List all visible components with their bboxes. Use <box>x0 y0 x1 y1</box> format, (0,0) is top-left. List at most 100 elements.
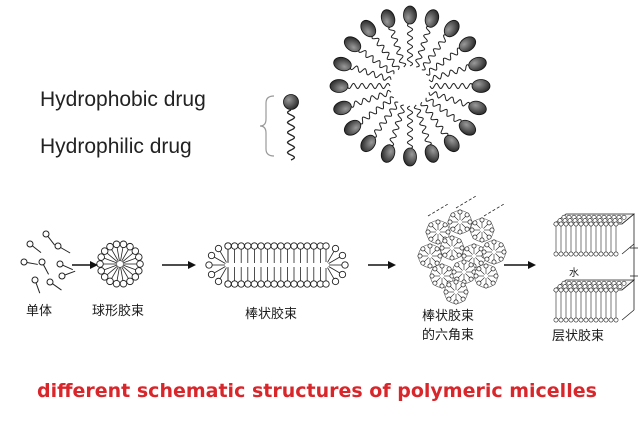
cross-section-head <box>420 246 426 252</box>
monomer-head <box>42 230 50 238</box>
sphere-head <box>112 240 121 249</box>
water-layer-label: 水 <box>569 268 579 279</box>
rod-head <box>270 280 278 288</box>
rod-cap-tail <box>328 266 341 274</box>
rod-head <box>296 280 305 288</box>
cross-section-head <box>446 296 452 302</box>
cross-section-head <box>484 256 490 262</box>
cross-section-head <box>428 236 434 242</box>
cross-section-head <box>428 222 434 228</box>
cross-section-head <box>476 280 482 286</box>
monomer-tail <box>52 283 62 291</box>
sphere-head <box>135 267 143 275</box>
rod-head <box>257 280 265 288</box>
monomer-tail <box>35 282 41 294</box>
micelle-head <box>333 100 352 116</box>
micelle-tail <box>428 64 471 83</box>
rod-head <box>303 242 311 250</box>
sphere-head <box>119 279 128 288</box>
micelle-head <box>468 100 487 116</box>
bilayer-head <box>563 317 569 323</box>
sphere-tail <box>116 247 120 262</box>
bilayer-head <box>621 214 627 220</box>
sphere-tail <box>111 249 119 262</box>
sphere-head <box>131 273 140 281</box>
rod-cap-head <box>214 244 223 253</box>
sphere-head <box>112 279 121 288</box>
sphere-head <box>136 260 144 268</box>
rod-cap-head <box>207 270 216 279</box>
sphere-head <box>100 273 109 281</box>
bilayer-head <box>603 221 609 227</box>
micelle-tail <box>406 105 414 150</box>
micelle-tail <box>428 91 471 107</box>
cross-section-head <box>461 259 467 265</box>
arrow-head <box>188 261 196 269</box>
stage-label-lamellar-micelle: 层状胶束 <box>552 329 605 344</box>
rod-head <box>283 280 292 288</box>
rod-cap-head <box>331 277 340 286</box>
micelle-tail <box>425 47 462 76</box>
bilayer-head <box>598 317 604 323</box>
cross-section-head <box>481 249 487 255</box>
cross-section-head <box>443 289 449 295</box>
sphere-head <box>97 253 105 261</box>
micelle-head <box>329 79 349 93</box>
bilayer-head <box>578 287 584 293</box>
micelle-head <box>424 144 440 163</box>
sphere-tail <box>122 265 134 276</box>
sphere-head <box>119 240 128 249</box>
bilayer-head <box>573 251 579 257</box>
arrow-head <box>528 261 536 269</box>
cross-section-head <box>435 239 441 245</box>
micelle-head <box>380 9 396 28</box>
cross-section-head <box>501 249 507 255</box>
spherical-micelle-illustration <box>329 5 491 167</box>
micelle-tail <box>406 22 414 67</box>
bilayer-edge <box>621 279 635 291</box>
micelle-tail <box>371 34 400 71</box>
rod-head <box>250 280 259 288</box>
rod-cap-tail <box>327 267 335 280</box>
cross-section-head <box>427 243 433 249</box>
bilayer-head <box>558 221 564 227</box>
sphere-tail <box>116 266 120 281</box>
bilayer-head <box>593 251 599 257</box>
rod-head <box>244 280 252 288</box>
bilayer-head <box>598 287 604 293</box>
monomer-head <box>46 278 54 286</box>
bilayer-head <box>593 287 599 293</box>
sphere-head <box>106 242 114 251</box>
bilayer-head <box>583 221 589 227</box>
rod-cap-tail <box>219 250 227 263</box>
sphere-tail <box>120 266 124 281</box>
sphere-head <box>97 267 105 275</box>
cross-section-head <box>486 234 492 240</box>
bilayer-head <box>593 317 599 323</box>
cross-section-head <box>417 253 423 259</box>
micelle-tail <box>421 34 448 71</box>
sphere-tail <box>122 257 137 264</box>
bilayer-head <box>598 221 604 227</box>
bilayer-head <box>613 221 619 227</box>
hydrophobic-head-icon <box>283 94 299 110</box>
rod-cap-tail <box>213 256 226 264</box>
sphere-head <box>126 277 134 286</box>
cross-section-head <box>469 227 475 233</box>
monomer-head <box>54 242 62 250</box>
cross-section-head <box>479 237 485 243</box>
rod-head <box>290 280 298 288</box>
bilayer-head <box>563 221 569 227</box>
cross-section-head <box>498 256 504 262</box>
micelle-head <box>380 144 396 163</box>
rod-cap-head <box>207 251 216 260</box>
monomers-graphic <box>20 230 76 294</box>
cross-section-head <box>491 259 497 265</box>
lamellar-micelle-graphic <box>552 213 638 323</box>
transition-arrows <box>72 261 536 269</box>
monomer-head <box>38 258 46 266</box>
sphere-tail <box>103 257 118 264</box>
bilayer-head <box>598 251 604 257</box>
cross-section-head <box>439 263 445 269</box>
cross-section-head <box>442 252 448 258</box>
